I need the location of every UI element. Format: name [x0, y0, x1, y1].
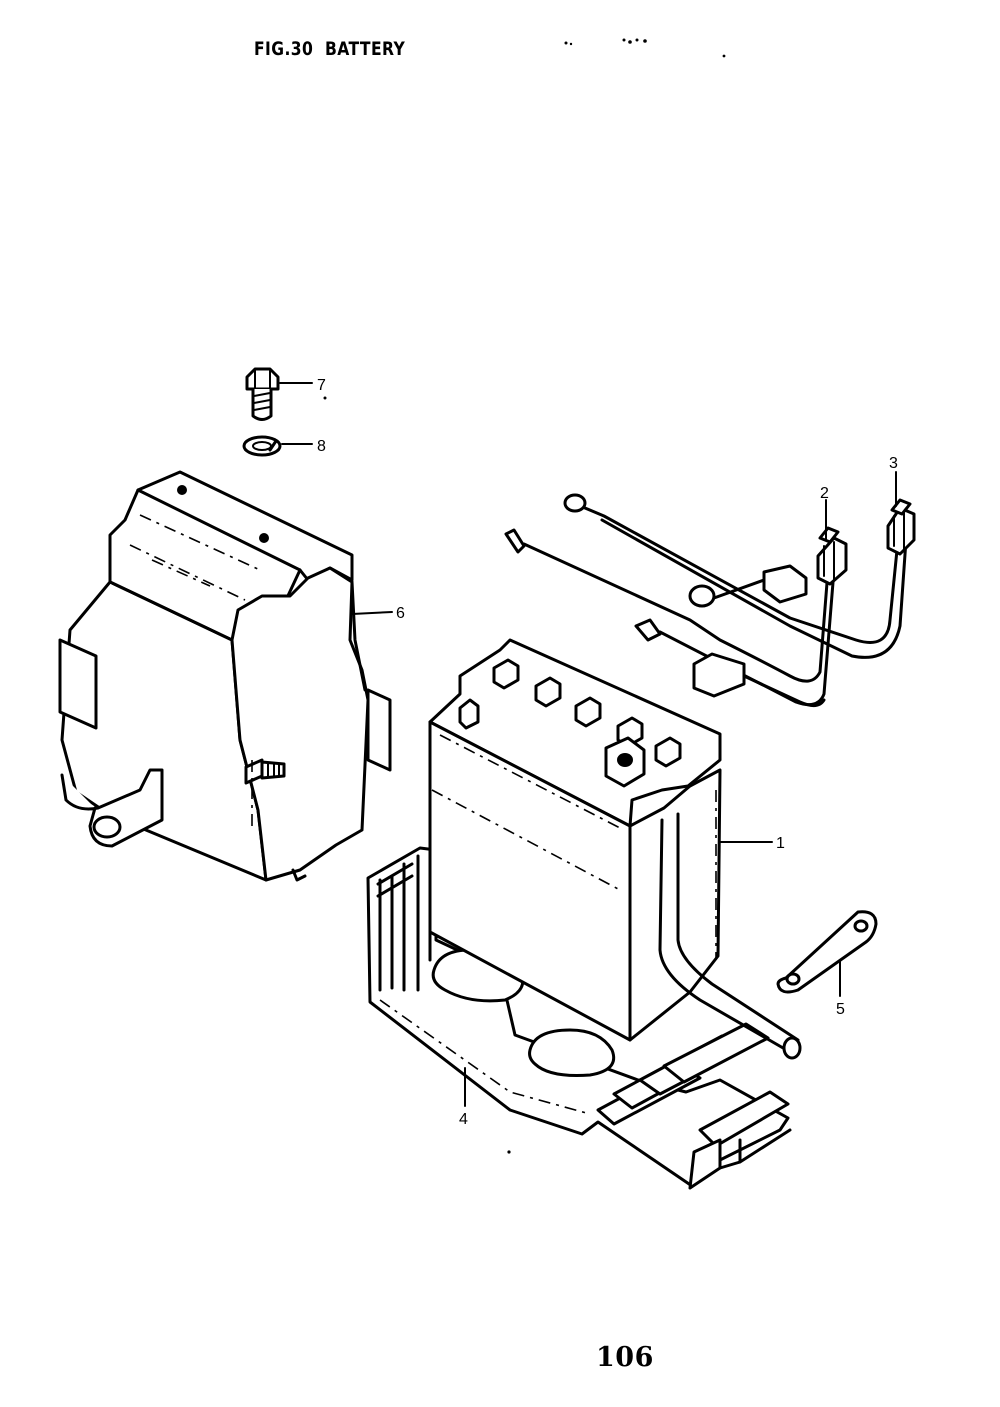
callout-leaders [279, 382, 897, 1107]
battery-part-1 [428, 638, 802, 1060]
battery-cover-part-6 [58, 470, 392, 882]
callout-5: 5 [836, 1001, 845, 1018]
plate-part-5 [776, 910, 878, 994]
lead-wires-part-2-3 [504, 493, 916, 707]
scan-specks [323, 38, 726, 1154]
battery-holder-part-4 [366, 846, 792, 1190]
figure-name: BATTERY [324, 38, 406, 60]
lock-washer-part-8 [242, 435, 282, 457]
callout-2: 2 [820, 485, 829, 502]
callout-8: 8 [317, 438, 326, 455]
figure-title: FIG.30 BATTERY [254, 38, 405, 60]
callout-1: 1 [776, 835, 785, 852]
page-number: 106 [596, 1342, 654, 1373]
callout-3: 3 [889, 455, 898, 472]
callout-labels: 1 2 3 4 5 6 7 8 [317, 377, 898, 1128]
callout-4: 4 [459, 1111, 468, 1128]
callout-6: 6 [396, 605, 405, 622]
figure-label: FIG.30 [254, 38, 314, 60]
callout-7: 7 [317, 377, 326, 394]
bolt-part-7 [245, 367, 280, 421]
battery-cell-caps [492, 658, 682, 768]
